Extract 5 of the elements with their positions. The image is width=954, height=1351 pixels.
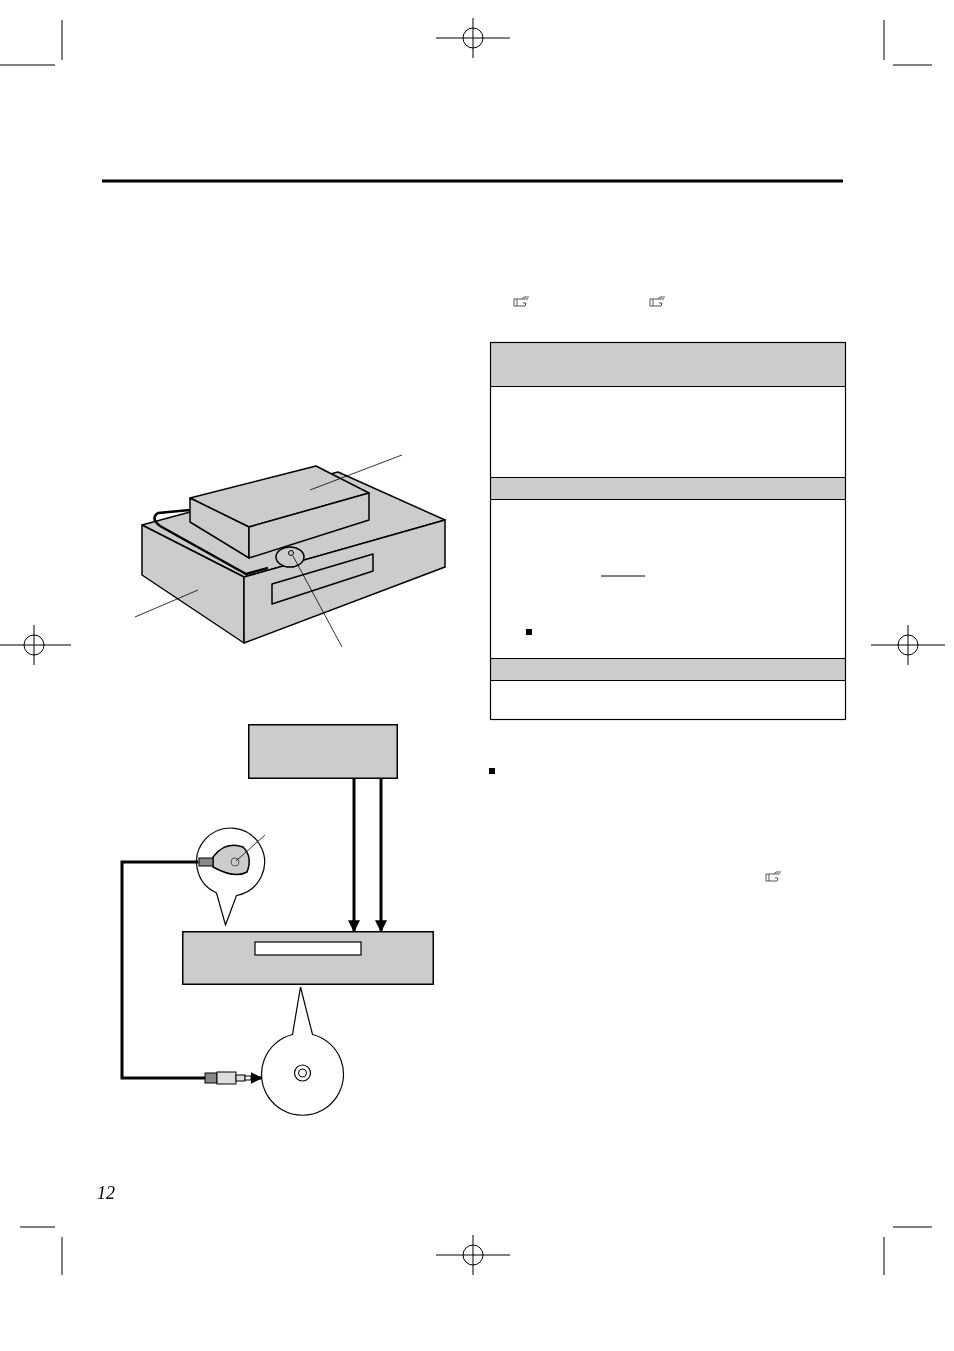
jack-closeup-bubble: [260, 986, 345, 1117]
recorder-box: [182, 931, 434, 985]
page-number: 12: [97, 1183, 115, 1204]
sensor-closeup-bubble: [195, 827, 266, 926]
device-box: [248, 724, 398, 779]
